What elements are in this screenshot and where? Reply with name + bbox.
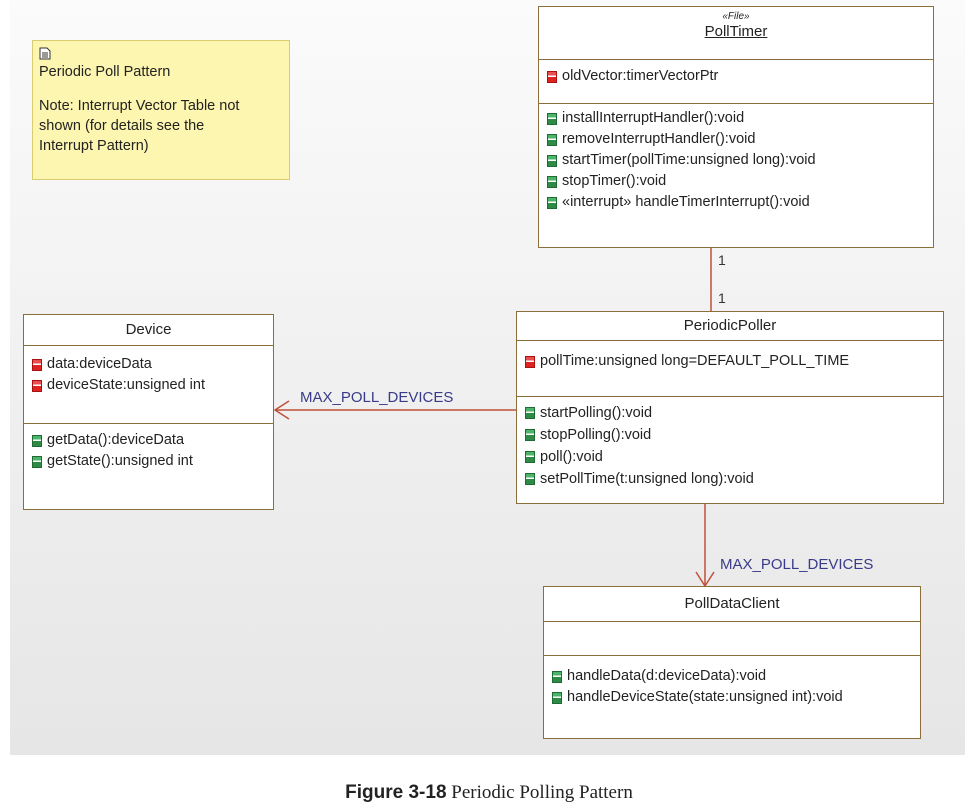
attribute-row: deviceState:unsigned int (32, 375, 265, 396)
attribute-icon (525, 355, 535, 368)
operation-row: poll():void (525, 446, 935, 468)
attribute-row: oldVector:timerVectorPtr (547, 66, 925, 87)
attribute-compartment (544, 621, 920, 655)
operation-compartment: getData():deviceData getState():unsigned… (24, 423, 273, 478)
operation-compartment: startPolling():void stopPolling():void p… (517, 396, 943, 496)
attribute-icon (32, 379, 42, 392)
note-line: shown (for details see the (39, 118, 205, 134)
note-line: Interrupt Pattern) (39, 138, 149, 154)
operation-compartment: installInterruptHandler():void removeInt… (539, 103, 933, 219)
operation-icon (552, 691, 562, 704)
attribute-icon (32, 358, 42, 371)
attribute-icon (547, 70, 557, 83)
operation-row: removeInterruptHandler():void (547, 129, 925, 150)
operation-icon (552, 670, 562, 683)
operation-row: startPolling():void (525, 402, 935, 424)
attribute-compartment: oldVector:timerVectorPtr (539, 59, 933, 103)
operation-icon (547, 175, 557, 188)
operation-icon (32, 434, 42, 447)
association-label-client: MAX_POLL_DEVICES (720, 556, 874, 573)
figure-title: Periodic Polling Pattern (446, 782, 633, 803)
figure-number: Figure 3-18 (345, 782, 447, 803)
operation-icon (525, 451, 535, 463)
multiplicity-timer: 1 (718, 252, 726, 268)
operation-icon (547, 154, 557, 167)
operation-icon (547, 133, 557, 146)
class-polltimer[interactable]: «File» PollTimer oldVector:timerVectorPt… (538, 6, 934, 248)
operation-icon (525, 429, 535, 441)
operation-row: getState():unsigned int (32, 451, 265, 472)
class-name: PollTimer (704, 23, 768, 40)
attribute-compartment: data:deviceData deviceState:unsigned int (24, 345, 273, 423)
operation-compartment: handleData(d:deviceData):void handleDevi… (544, 655, 920, 714)
operation-icon (525, 473, 535, 485)
operation-row: getData():deviceData (32, 430, 265, 451)
association-label-device: MAX_POLL_DEVICES (300, 389, 454, 406)
operation-icon (525, 407, 535, 419)
figure-caption: Figure 3-18 Periodic Polling Pattern (0, 782, 978, 804)
attribute-row: data:deviceData (32, 354, 265, 375)
operation-row: handleData(d:deviceData):void (552, 666, 912, 687)
attribute-row: pollTime:unsigned long=DEFAULT_POLL_TIME (525, 351, 935, 372)
operation-row: stopPolling():void (525, 424, 935, 446)
arrowhead-device (273, 400, 290, 420)
class-name: PollDataClient (684, 595, 780, 612)
attribute-compartment: pollTime:unsigned long=DEFAULT_POLL_TIME (517, 340, 943, 396)
multiplicity-poller: 1 (718, 290, 726, 306)
class-polldataclient[interactable]: PollDataClient handleData(d:deviceData):… (543, 586, 921, 739)
operation-row: installInterruptHandler():void (547, 108, 925, 129)
operation-row: setPollTime(t:unsigned long):void (525, 468, 935, 490)
operation-icon (547, 196, 557, 209)
class-stereotype: «File» (722, 11, 750, 22)
operation-row: stopTimer():void (547, 171, 925, 192)
operation-icon (547, 112, 557, 125)
note-title: Periodic Poll Pattern (39, 64, 171, 80)
operation-icon (32, 455, 42, 468)
note-line: Note: Interrupt Vector Table not (39, 98, 240, 114)
class-device[interactable]: Device data:deviceData deviceState:unsig… (23, 314, 274, 510)
operation-row: startTimer(pollTime:unsigned long):void (547, 150, 925, 171)
pattern-note: Periodic Poll Pattern Note: Interrupt Ve… (32, 40, 290, 180)
operation-row: handleDeviceState(state:unsigned int):vo… (552, 687, 912, 708)
note-icon (39, 47, 51, 60)
class-name: PeriodicPoller (683, 317, 777, 334)
class-periodicpoller[interactable]: PeriodicPoller pollTime:unsigned long=DE… (516, 311, 944, 504)
operation-row: «interrupt» handleTimerInterrupt():void (547, 192, 925, 213)
class-name: Device (125, 321, 172, 338)
